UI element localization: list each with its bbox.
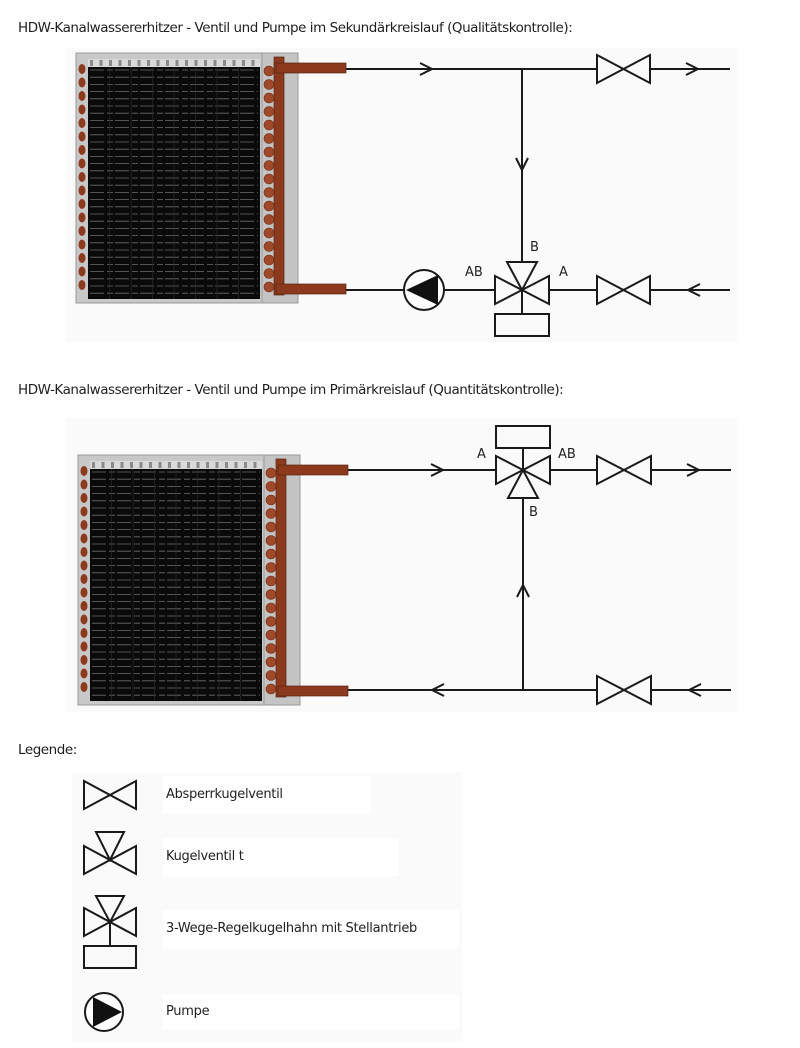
flow-arrow-left [685, 283, 701, 297]
pump-icon [403, 269, 445, 311]
port-label-b: B [529, 505, 538, 520]
legend-label: Kugelventil t [166, 849, 244, 864]
coil-top-strip [88, 59, 260, 67]
3-way-control-valve-actuator-icon [83, 895, 137, 969]
coil-outlet-pipe [277, 464, 349, 476]
coil-manifold [273, 56, 285, 296]
flow-arrow-left [686, 683, 702, 697]
legend-label: Pumpe [166, 1004, 210, 1019]
heat-exchanger-coil-1 [75, 52, 347, 304]
shutoff-ball-valve-icon [596, 274, 651, 306]
flow-arrow-down [515, 157, 529, 173]
3-way-control-valve-actuator-icon [495, 425, 551, 499]
flow-arrow-right [419, 62, 435, 76]
coil-inlet-pipe [277, 685, 349, 697]
legend-label: 3-Wege-Regelkugelhahn mit Stellantrieb [166, 921, 418, 936]
flow-arrow-right [430, 463, 446, 477]
port-label-ab: AB [558, 447, 576, 462]
diagram-1-title: HDW-Kanalwassererhitzer - Ventil und Pum… [18, 20, 573, 36]
flow-arrow-up [516, 582, 530, 598]
coil-top-strip [90, 461, 262, 469]
diagram-1-piping [346, 53, 730, 337]
heat-exchanger-coil-2 [77, 454, 349, 706]
shutoff-ball-valve-icon [596, 454, 652, 486]
3-way-ball-valve-icon [83, 831, 137, 876]
shutoff-ball-valve-icon [596, 53, 651, 85]
port-label-b: B [530, 240, 539, 255]
flow-arrow-left [429, 683, 445, 697]
port-label-ab: AB [465, 265, 483, 280]
shutoff-ball-valve-icon [83, 779, 137, 811]
pump-icon [84, 992, 124, 1032]
diagram-2-piping [348, 425, 731, 706]
legend-label: Absperrkugelventil [166, 787, 283, 802]
flow-arrow-right [685, 62, 701, 76]
port-label-a: A [559, 265, 568, 280]
diagram-2-title: HDW-Kanalwassererhitzer - Ventil und Pum… [18, 382, 564, 398]
port-label-a: A [477, 447, 486, 462]
shutoff-ball-valve-icon [596, 674, 652, 706]
coil-manifold [275, 458, 287, 698]
flow-arrow-right [686, 463, 702, 477]
legend-title: Legende: [18, 742, 77, 758]
3-way-control-valve-actuator-icon [494, 261, 550, 337]
